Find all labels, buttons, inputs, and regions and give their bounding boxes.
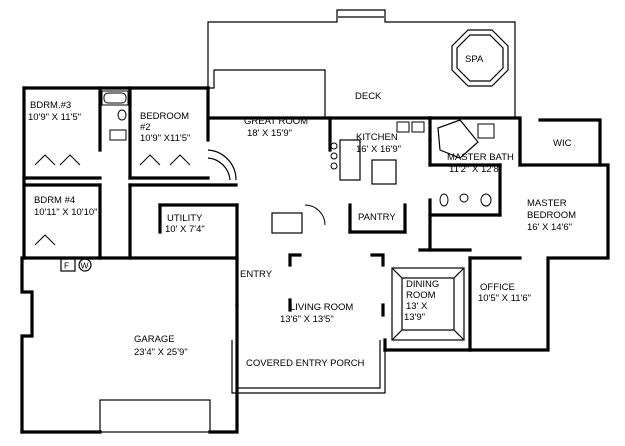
master-bedroom-name: MASTER [527,198,567,209]
interior-walls [22,86,602,317]
master-bath-dims: 11'2" X 12'8" [449,164,502,175]
kitchen-name: KITCHEN [356,132,398,143]
porch-outline [231,340,386,394]
bedroom2-name: BEDROOM [140,111,189,122]
great-room-name: GREAT ROOM [244,116,308,127]
master-bath-name: MASTER BATH [447,152,514,163]
spa-label: SPA [465,54,484,65]
garage-name: GARAGE [134,334,175,345]
dining-dims2: 13'9" [404,312,425,323]
water-heater-circle [78,258,92,272]
dining-dims1: 13' X [406,301,428,312]
office-dims: 10'5" X 11'6" [478,293,531,304]
deck-label: DECK [355,91,382,102]
garage-walls [20,256,239,434]
garage-dims: 23'4" X 25'9" [134,347,188,358]
fixtures [34,90,495,246]
utility-name: UTILITY [167,213,203,224]
porch-label: COVERED ENTRY PORCH [246,358,365,369]
entry-label: ENTRY [240,269,273,280]
bdrm3-name: BDRM.#3 [30,100,71,111]
garage-utility-symbols: F W [60,258,92,272]
furnace-label: F [64,261,69,271]
bedroom2-dims: 10'9" X11'5" [140,133,190,144]
deck-outline [207,9,516,118]
living-room-dims: 13'6" X 13'5" [280,314,334,325]
water-heater-label: W [81,261,89,271]
bdrm4-dims: 10'11" X 10'10" [34,207,98,218]
spa-tub [451,29,509,87]
bedroom2-num: #2 [140,122,151,133]
dining-name2: ROOM [406,290,436,301]
dining-frame [391,267,465,341]
wic-label: WIC [553,138,572,149]
living-room-name: LIVING ROOM [290,302,353,313]
office-name: OFFICE [480,282,515,293]
kitchen-dims: 16' X 16'9" [356,144,401,155]
master-bedroom-name2: BEDROOM [527,210,576,221]
great-room-dims: 18' X 15'9" [247,128,292,139]
master-bedroom-dims: 16' X 14'6" [527,222,572,233]
pantry-label: PANTRY [358,212,396,223]
utility-dims: 10' X 7'4" [165,224,205,235]
bdrm3-dims: 10'9" X 11'5" [28,112,81,123]
dining-name: DINING [406,279,439,290]
bdrm4-name: BDRM #4 [34,195,75,206]
furnace-box [60,258,76,272]
